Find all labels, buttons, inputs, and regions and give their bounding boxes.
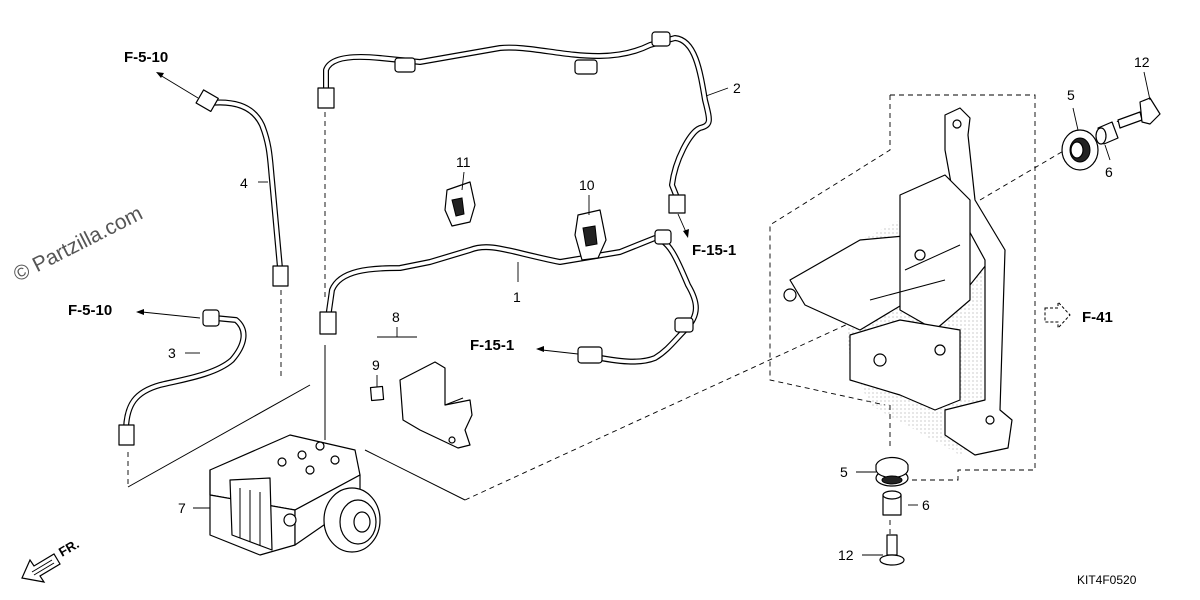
ref-label-f5-10-mid[interactable]: F-5-10 — [68, 302, 112, 319]
ref-label-f15-1-right[interactable]: F-15-1 — [692, 242, 736, 259]
callout-8: 8 — [392, 309, 400, 325]
watermark: © Partzilla.com — [10, 202, 147, 287]
callout-4: 4 — [240, 175, 248, 191]
ref-label-f15-1-mid[interactable]: F-15-1 — [470, 337, 514, 354]
callout-1: 1 — [513, 289, 521, 305]
collar-6-top — [1095, 121, 1119, 145]
abs-modulator-7 — [209, 434, 381, 556]
leader-lines — [185, 71, 1151, 556]
pipe-clip-10 — [574, 209, 607, 261]
bolt-12-bottom — [879, 534, 905, 566]
ref-label-f41[interactable]: F-41 — [1082, 309, 1113, 326]
brake-pipe-2 — [317, 31, 712, 214]
abs-mounting-bracket — [783, 107, 1013, 456]
brake-pipe-4 — [195, 89, 289, 287]
assembly-lines — [127, 112, 1136, 548]
brake-pipe-3 — [118, 309, 247, 446]
callout-11: 11 — [456, 154, 471, 170]
grommet-5-top — [1061, 129, 1099, 171]
callout-5-bottom: 5 — [840, 464, 848, 480]
pipe-clip-11 — [444, 181, 476, 227]
bolt-12-top — [1117, 97, 1161, 129]
callout-5-top: 5 — [1067, 87, 1075, 103]
collar-6-bottom — [882, 490, 902, 516]
grommet-5-bottom — [875, 456, 909, 487]
brake-pipe-1 — [319, 229, 699, 365]
ref-label-f5-10-top[interactable]: F-5-10 — [124, 49, 168, 66]
callout-2: 2 — [733, 80, 741, 96]
callout-10: 10 — [579, 177, 595, 193]
modulator-stay-8 — [399, 361, 473, 449]
callout-6-top: 6 — [1105, 164, 1113, 180]
callout-12-top: 12 — [1134, 54, 1150, 70]
ref-arrows — [136, 72, 1071, 355]
front-direction-label: FR. — [56, 536, 82, 559]
front-direction-arrow — [21, 553, 61, 583]
callout-12-bottom: 12 — [838, 547, 854, 563]
callout-6-bottom: 6 — [922, 497, 930, 513]
diagram-code: KIT4F0520 — [1077, 573, 1137, 587]
callout-7: 7 — [178, 500, 186, 516]
cushion-9 — [369, 385, 385, 402]
callout-9: 9 — [372, 357, 380, 373]
callout-3: 3 — [168, 345, 176, 361]
bracket-frame — [769, 94, 1036, 481]
